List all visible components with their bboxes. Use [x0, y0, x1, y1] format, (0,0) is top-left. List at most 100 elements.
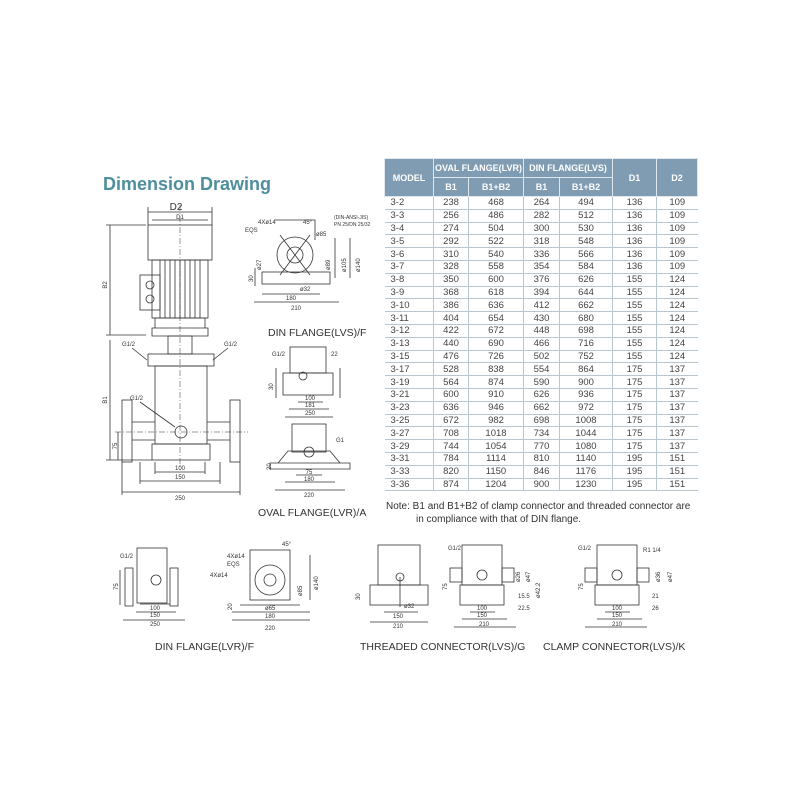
dim-100: 100	[612, 606, 623, 612]
label-bolts: 4Xø14	[258, 220, 276, 226]
table-cell: 137	[656, 426, 698, 441]
table-cell: 318	[523, 234, 560, 249]
dim-100: 100	[305, 396, 316, 402]
table-cell: 175	[612, 375, 657, 389]
table-cell: 354	[523, 260, 560, 274]
table-cell: 155	[612, 273, 657, 287]
table-cell: 155	[612, 311, 657, 325]
dim-220: 220	[265, 626, 276, 632]
table-cell: 282	[523, 209, 560, 223]
table-cell: 1150	[468, 465, 524, 479]
table-cell: 726	[468, 350, 524, 364]
note-line-1: Note: B1 and B1+B2 of clamp connector an…	[386, 501, 691, 512]
dim-20: 20	[267, 463, 273, 470]
table-cell: 151	[656, 478, 698, 492]
table-cell: 109	[656, 247, 698, 261]
caption-threaded-connector: THREADED CONNECTOR(LVS)/G	[360, 641, 525, 653]
table-cell: 636	[468, 298, 524, 313]
dim-250: 250	[150, 622, 161, 628]
dim-d42: ø42.2	[536, 582, 542, 598]
label-r114: R1 1/4	[643, 548, 661, 554]
flange-left	[121, 399, 133, 463]
table-cell: 3-21	[384, 388, 434, 402]
label-g12: G1/2	[272, 352, 286, 358]
dim-150b: 150	[477, 613, 488, 619]
table-cell: 846	[523, 465, 560, 479]
table-cell: 376	[523, 273, 560, 287]
header-oval-flange: OVAL FLANGE(LVR)	[433, 158, 524, 178]
table-cell: 3-8	[384, 273, 434, 287]
dim-220: 220	[304, 493, 315, 499]
table-cell: 109	[656, 209, 698, 223]
dim-180: 180	[265, 614, 276, 620]
table-cell: 784	[433, 452, 469, 466]
table-cell: 350	[433, 273, 469, 287]
table-cell: 124	[656, 350, 698, 364]
dim-150: 150	[175, 475, 186, 481]
dim-d105: ø105	[342, 258, 348, 272]
label-eqs: EQS	[227, 562, 240, 568]
table-cell: 336	[523, 247, 560, 261]
pump-head	[147, 353, 215, 367]
dim-d26: ø26	[516, 571, 522, 582]
table-cell: 430	[523, 311, 560, 325]
table-cell: 136	[612, 222, 657, 236]
table-cell: 1008	[559, 414, 613, 428]
label-pn: PN 25/DN 25/32	[334, 222, 371, 228]
table-cell: 136	[612, 247, 657, 261]
table-cell: 412	[523, 298, 560, 313]
junction-box	[139, 274, 161, 311]
table-cell: 752	[559, 350, 613, 364]
table-cell: 864	[559, 362, 613, 377]
dim-21: 21	[652, 594, 659, 600]
table-cell: 404	[433, 311, 469, 325]
table-cell: 136	[612, 209, 657, 223]
table-cell: 137	[656, 414, 698, 428]
caption-din-flange-lvs: DIN FLANGE(LVS)/F	[268, 327, 366, 339]
table-cell: 195	[612, 465, 657, 479]
table-cell: 466	[523, 337, 560, 351]
table-cell: 440	[433, 337, 469, 351]
dim-b2: B2	[103, 281, 109, 289]
table-cell: 564	[433, 375, 469, 389]
table-cell: 175	[612, 426, 657, 441]
table-cell: 137	[656, 439, 698, 453]
label-g12-right: G1/2	[224, 342, 238, 348]
table-cell: 300	[523, 222, 560, 236]
table-cell: 900	[559, 375, 613, 389]
table-cell: 744	[433, 439, 469, 453]
table-cell: 982	[468, 414, 524, 428]
dim-210: 210	[393, 624, 404, 630]
table-cell: 770	[523, 439, 560, 453]
table-cell: 698	[559, 324, 613, 338]
table-cell: 136	[612, 196, 657, 210]
table-cell: 600	[468, 273, 524, 287]
dim-d27: ø27	[257, 259, 263, 270]
dim-75: 75	[114, 583, 120, 590]
table-cell: 1044	[559, 426, 613, 441]
table-cell: 900	[523, 478, 560, 492]
table-cell: 175	[612, 439, 657, 453]
table-cell: 3-36	[384, 478, 434, 492]
table-cell: 3-29	[384, 439, 434, 453]
header-d2: D2	[656, 158, 698, 197]
table-cell: 175	[612, 362, 657, 377]
table-cell: 175	[612, 388, 657, 402]
table-cell: 554	[523, 362, 560, 377]
table-cell: 195	[612, 478, 657, 492]
table-cell: 109	[656, 260, 698, 274]
table-cell: 716	[559, 337, 613, 351]
table-cell: 3-7	[384, 260, 434, 274]
header-din-b1b2: B1+B2	[559, 177, 613, 197]
